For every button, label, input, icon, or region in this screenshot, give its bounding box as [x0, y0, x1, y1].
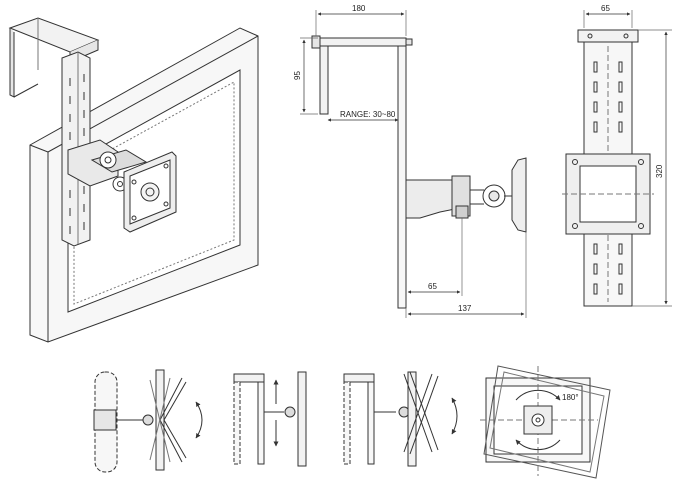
side-height-label: 95: [293, 71, 302, 80]
side-view: 180 95 RANGE: 30~80 65 137: [293, 4, 527, 318]
side-dimensions: [300, 10, 527, 318]
front-top-cap: [577, 29, 639, 43]
side-hook-leg: [319, 45, 329, 115]
rotation-view: 180°: [480, 365, 611, 479]
front-dimensions: [583, 10, 672, 307]
side-arm-offset-label: 65: [428, 282, 437, 291]
rotation-label: 180°: [562, 393, 579, 402]
side-range-label: RANGE: 30~80: [340, 110, 396, 119]
side-width-label: 180: [352, 4, 366, 13]
side-vesa-plate: [511, 157, 527, 233]
swivel-view: [93, 369, 203, 473]
height-adjust-view: [233, 371, 307, 467]
tilt-view: [343, 371, 458, 467]
front-width-label: 65: [601, 4, 610, 13]
front-view: 65 320: [562, 4, 672, 307]
side-top-bar: [319, 37, 407, 47]
side-depth-label: 137: [458, 304, 472, 313]
top-hook-bracket: [8, 17, 100, 98]
front-height-label: 320: [655, 164, 664, 178]
front-slots: [593, 61, 623, 295]
vesa-plate: [123, 151, 177, 233]
isometric-view: [8, 17, 259, 343]
side-vertical-post: [397, 45, 407, 309]
